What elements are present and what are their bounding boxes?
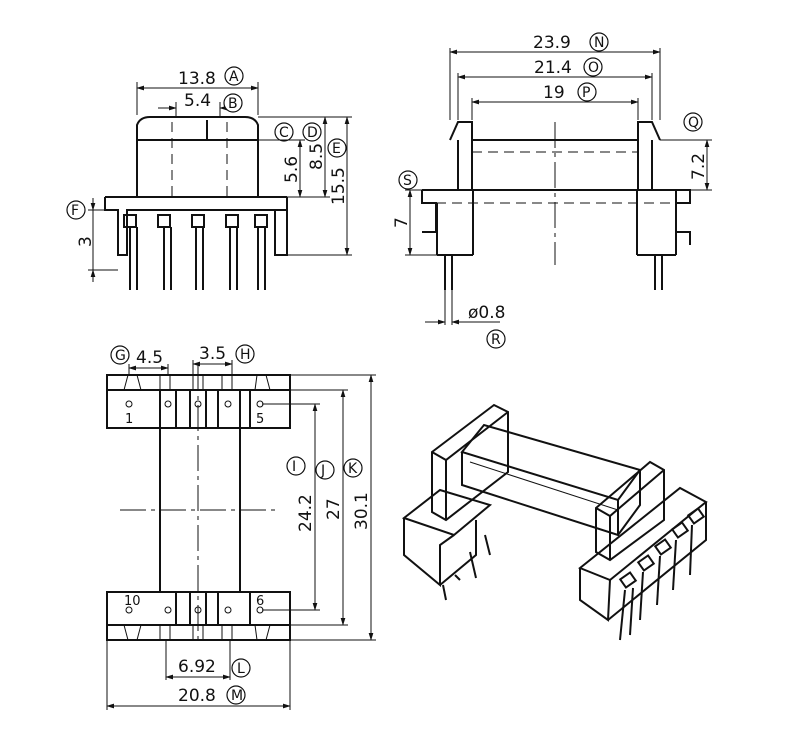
dim-total: 23.9 <box>533 33 571 53</box>
pin-10-label: 10 <box>124 594 141 609</box>
dim-width-overall: 13.8 <box>178 69 216 89</box>
ref-s: S <box>403 173 412 189</box>
ref-g: G <box>115 348 126 364</box>
dim-core-h: 8.5 <box>307 143 327 170</box>
ref-c: C <box>279 125 289 141</box>
ref-l: L <box>237 661 245 677</box>
dim-slot: 3.5 <box>199 344 226 364</box>
dim-inner: 19 <box>543 83 565 103</box>
ref-i: I <box>292 459 296 475</box>
dim-overall-h: 15.5 <box>329 167 349 205</box>
bottom-view: 1 5 10 6 4.5 G 3.5 H 24.2 I 27 J 30.1 <box>106 344 376 710</box>
ref-j: J <box>320 463 325 479</box>
ref-m: M <box>231 688 243 704</box>
ref-h: H <box>240 347 251 363</box>
pin-6-label: 6 <box>256 594 264 609</box>
ref-r: R <box>491 332 501 348</box>
side-view: 23.9 N 21.4 O 19 P Q 7.2 S 7 ø0.8 R <box>392 32 712 349</box>
dim-inner-len: 27 <box>324 498 344 520</box>
ref-d: D <box>307 125 318 141</box>
dim-overall-len: 30.1 <box>352 492 372 530</box>
dim-core-w: 6.92 <box>178 657 216 677</box>
isometric-view <box>401 403 708 641</box>
ref-q: Q <box>688 115 699 131</box>
ref-e: E <box>332 141 341 157</box>
dim-pitch: 4.5 <box>136 348 163 368</box>
front-pins <box>123 214 268 290</box>
ref-k: K <box>348 461 358 477</box>
ref-b: B <box>228 96 238 112</box>
dim-pin-len: 3 <box>76 236 96 247</box>
bottom-pin-holes <box>125 400 264 614</box>
dim-core-width: 5.4 <box>184 91 211 111</box>
ref-a: A <box>229 69 239 85</box>
ref-n: N <box>594 35 604 51</box>
dim-mid: 21.4 <box>534 58 572 78</box>
dim-row-dist: 24.2 <box>296 494 316 532</box>
front-view: 13.8 A 5.4 B C D E 5.6 8.5 15.5 3 F <box>66 66 352 290</box>
dim-base-h: 7 <box>392 217 412 228</box>
dim-slot-h: 7.2 <box>689 153 709 180</box>
pin-1-label: 1 <box>125 412 133 427</box>
ref-f: F <box>71 203 79 219</box>
dim-overall-w: 20.8 <box>178 686 216 706</box>
pin-5-label: 5 <box>256 412 264 427</box>
ref-p: P <box>582 85 590 101</box>
iso-pins <box>618 507 706 641</box>
dim-pin-dia: ø0.8 <box>468 303 505 323</box>
dim-flange-h: 5.6 <box>282 156 302 183</box>
ref-o: O <box>588 60 599 76</box>
